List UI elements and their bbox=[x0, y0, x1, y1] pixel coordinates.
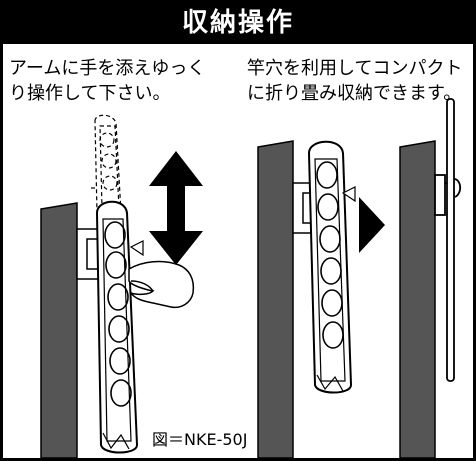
wall-left bbox=[40, 202, 78, 458]
drying-arm-middle bbox=[307, 140, 356, 394]
right-triangle-arrow-icon bbox=[359, 197, 385, 253]
double-headed-arrow-icon bbox=[149, 151, 203, 265]
hand-icon bbox=[128, 260, 195, 309]
folded-arm-right bbox=[434, 98, 462, 382]
wall-middle bbox=[257, 140, 294, 458]
instruction-text-right: 竿穴を利用してコンパクト に折り畳み収納できます。 bbox=[247, 58, 463, 104]
wall-bracket-left bbox=[76, 228, 102, 280]
wall-right bbox=[399, 140, 436, 458]
arm-ghost-outline bbox=[88, 114, 122, 214]
model-label: 図＝NKE-50J bbox=[150, 426, 250, 450]
panel-title: 収納操作 bbox=[3, 3, 473, 44]
operation-illustration bbox=[40, 98, 462, 458]
instruction-text-left: アームに手を添えゆっく り操作して下さい。 bbox=[9, 58, 206, 104]
drying-arm-left bbox=[95, 200, 144, 454]
